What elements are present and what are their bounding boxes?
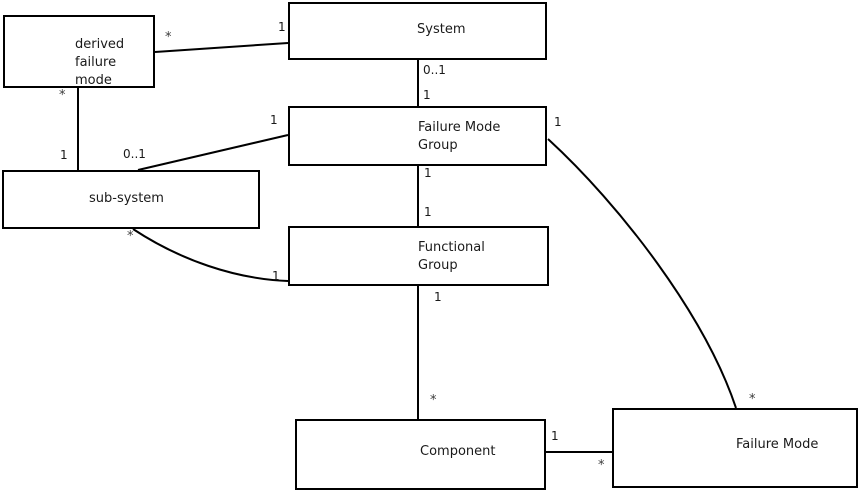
multiplicity-dfm-subsystem-star: * [59,88,66,103]
class-box-failure-mode[interactable] [612,408,858,488]
class-box-sub-system[interactable] [2,170,260,229]
class-box-system[interactable] [288,2,547,60]
multiplicity-system-fmg-zero-one: 0..1 [423,63,446,77]
connector-sub-system-failure-mode-group [137,134,289,171]
class-label-derived-failure-mode: derived failure mode [75,37,125,88]
class-box-failure-mode-group[interactable] [288,106,547,166]
multiplicity-subsystem-dfm-one: 1 [60,148,68,162]
class-box-component[interactable] [295,419,546,490]
class-label-sub-system: sub-system [89,191,164,206]
multiplicity-fg-component-one: 1 [434,290,442,304]
multiplicity-fmg-fg-one-top: 1 [424,166,432,180]
multiplicity-component-fm-one: 1 [551,429,559,443]
multiplicity-component-fg-star: * [430,393,437,408]
multiplicity-subsystem-fmg-zero-one: 0..1 [123,147,146,161]
connector-failure-mode-group-failure-mode [547,138,737,409]
connector-derived-failure-mode-system [154,42,289,53]
class-label-failure-mode-group: Failure Mode Group [418,120,501,153]
class-label-component: Component [420,444,496,459]
class-label-failure-mode: Failure Mode [736,437,819,452]
class-label-functional-group: Functional Group [418,240,485,273]
multiplicity-dfm-system-star: * [165,30,172,45]
multiplicity-subsystem-fg-star: * [127,229,134,244]
multiplicity-fmg-system-one: 1 [423,88,431,102]
class-label-system: System [417,22,466,37]
multiplicity-fmg-subsystem-one: 1 [270,113,278,127]
multiplicity-fmg-fg-one-bottom: 1 [424,205,432,219]
class-box-functional-group[interactable] [288,226,549,286]
multiplicity-fg-subsystem-one: 1 [272,269,280,283]
multiplicity-fm-component-star: * [598,458,605,473]
class-box-derived-failure-mode[interactable] [3,15,155,88]
multiplicity-fmg-fm-one: 1 [554,115,562,129]
multiplicity-system-dfm-one: 1 [278,20,286,34]
connector-sub-system-functional-group [132,228,289,282]
multiplicity-fm-fmg-star: * [749,392,756,407]
